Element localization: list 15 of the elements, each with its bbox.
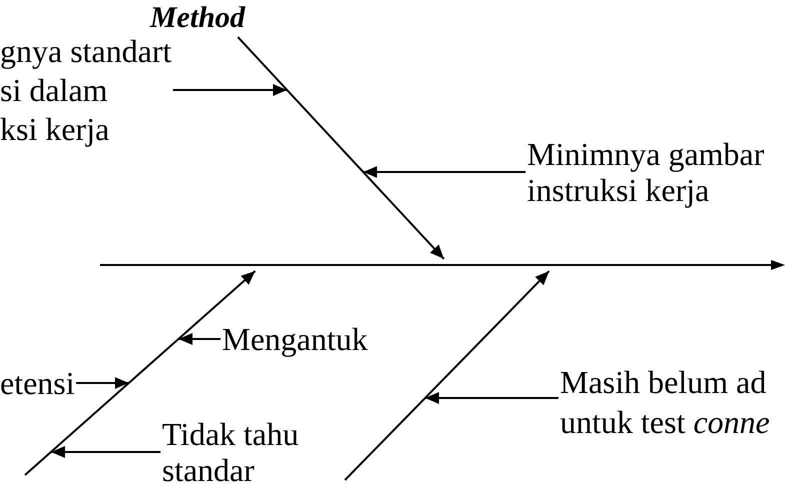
arrow xyxy=(425,392,558,404)
arrow xyxy=(173,84,287,96)
cause-label: etensi xyxy=(0,366,75,400)
cause-label: Minimnya gambar instruksi kerja xyxy=(527,136,764,208)
branch-arrow xyxy=(344,270,550,481)
branch-arrow xyxy=(237,36,445,260)
cause-label: Mengantuk xyxy=(222,322,368,356)
arrow xyxy=(363,166,526,178)
branch-arrow xyxy=(24,270,256,476)
arrow xyxy=(76,377,129,389)
spine-arrow xyxy=(100,260,785,270)
cause-label: Masih belum ad untuk test conne xyxy=(560,362,770,442)
cause-label: Tidak tahu standar xyxy=(162,416,299,488)
arrow xyxy=(51,446,160,458)
arrow xyxy=(178,333,220,345)
